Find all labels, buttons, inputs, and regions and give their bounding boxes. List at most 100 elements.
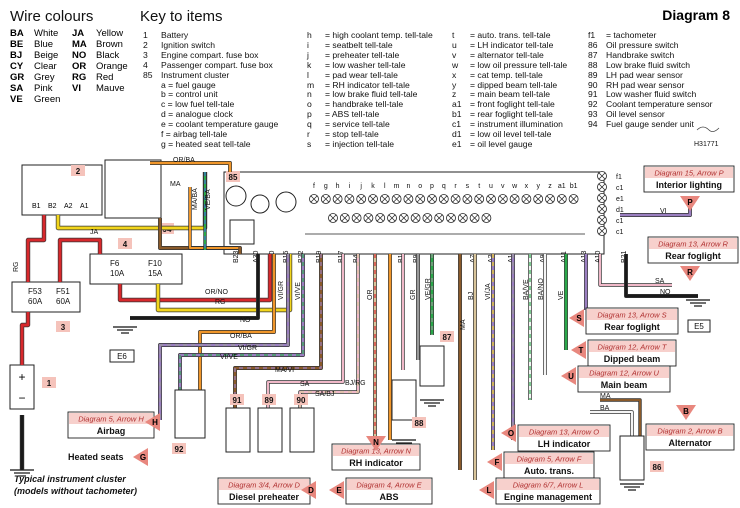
- key-item: w= low oil pressure tell-tale: [452, 60, 567, 71]
- wire-colour-code2: NO: [72, 50, 87, 61]
- tell-tale-label: o: [418, 183, 422, 190]
- key-item-id: 94: [588, 119, 598, 130]
- wire-label-vigr: VI/GR: [238, 345, 257, 352]
- wire-label-ba: BA: [600, 405, 610, 412]
- key-item: d1= low oil level tell-tale: [452, 129, 567, 140]
- key-item: e1= oil level gauge: [452, 139, 567, 150]
- key-item-text: = RH indicator tell-tale: [325, 79, 410, 90]
- key-item-text: = service tell-tale: [325, 119, 390, 130]
- fuel-sender-94: [104, 159, 162, 219]
- wire-label-or: OR: [367, 290, 374, 301]
- key-item-id: 1: [143, 30, 148, 40]
- wire-colour-code: BE: [10, 39, 24, 50]
- key-item-id: k: [307, 59, 312, 70]
- wire-label-rg2: RG: [215, 299, 226, 306]
- tell-tale-t-x2: [475, 195, 483, 203]
- tell-tale-j-x2: [357, 195, 365, 203]
- dest-airbag-head: [69, 413, 153, 424]
- dest-alternator-ref: Diagram 2, Arrow B: [657, 427, 722, 436]
- dest-auto-trans-head: [505, 453, 593, 464]
- wire-rg-battery: [20, 312, 30, 365]
- oil-pressure-switch-86: [619, 435, 645, 481]
- key-item-id: t: [452, 30, 455, 40]
- wire-orba-92: [198, 254, 276, 395]
- arrow-l: [479, 481, 494, 499]
- wire-label-ma3: MA: [460, 319, 467, 330]
- dest-alternator-name: Alternator: [668, 438, 712, 448]
- key-item-text: = auto. trans. tell-tale: [470, 30, 551, 40]
- wire-colour-code: SA: [10, 83, 24, 94]
- dest-abs-ref: Diagram 4, Arrow E: [356, 481, 422, 490]
- battery-minus: −: [18, 391, 25, 405]
- tell-tale-row2-x2: [471, 214, 478, 222]
- key-item: z= main beam tell-tale: [452, 89, 567, 100]
- callout-87: 87: [443, 333, 452, 342]
- key-item: r= stop tell-tale: [307, 129, 433, 140]
- fuse-f6-rating: 10A: [110, 269, 125, 278]
- tell-tale-p-x2: [428, 195, 436, 203]
- control-unit-b: [229, 219, 255, 245]
- wire-colour-name2: Black: [96, 50, 120, 61]
- wire-label-vive: VI/VE: [220, 354, 238, 361]
- arrow-g-letter: G: [140, 453, 146, 462]
- arrow-u-letter: U: [568, 372, 574, 381]
- arrow-p: [680, 196, 700, 211]
- key-item-id: n: [307, 89, 312, 100]
- key-item-text: = main beam tell-tale: [470, 89, 551, 100]
- side-label: c1: [616, 218, 624, 225]
- wire-label-orba2: OR/BA: [230, 333, 252, 340]
- key-item-id: 89: [588, 69, 598, 80]
- key-item-text: Low washer fluid switch: [606, 89, 697, 100]
- arrow-s-letter: S: [576, 314, 582, 323]
- tell-tale-a1-x2: [558, 195, 566, 203]
- wire-label-veba: VE/BA: [205, 189, 212, 210]
- key-item-text: = instrument illumination: [470, 119, 563, 130]
- key-item: f1= tachometer: [588, 30, 713, 41]
- ignition-pin: A1: [80, 203, 89, 210]
- key-item-text: = low brake fluid tell-tale: [325, 89, 418, 100]
- callout-1: 1: [47, 379, 52, 388]
- diagram-title: Diagram 8: [662, 7, 730, 23]
- dest-abs-name: ABS: [379, 492, 398, 502]
- key-item-text: Oil level sensor: [606, 109, 665, 120]
- key-item-text: RH pad wear sensor: [606, 79, 685, 90]
- dest-airbag-name: Airbag: [97, 426, 126, 436]
- tell-tale-b1-x2: [570, 195, 577, 203]
- tell-tale-o-x2: [416, 195, 424, 203]
- key-item-id: 4: [143, 59, 148, 70]
- tell-tale-label: n: [406, 183, 410, 190]
- tell-tale-label: y: [536, 183, 540, 190]
- key-item-id: o: [307, 99, 312, 110]
- key-item: b1= rear foglight tell-tale: [452, 109, 567, 120]
- callout-3-bg: [56, 321, 70, 332]
- key-item: y= dipped beam tell-tale: [452, 80, 567, 91]
- callout-88-bg: [412, 417, 426, 428]
- ignition-pin: A2: [64, 203, 73, 210]
- key-item: f = airbag tell-tale: [143, 129, 278, 140]
- dest-dipped-beam-name: Dipped beam: [604, 354, 661, 364]
- side-label: c1: [616, 229, 624, 236]
- key-item: o= handbrake tell-tale: [307, 99, 433, 110]
- key-item-text: = pad wear tell-tale: [325, 69, 398, 80]
- key-item-text: = low washer tell-tale: [325, 59, 406, 70]
- arrow-f: [487, 453, 502, 471]
- key-item-id: 91: [588, 89, 598, 100]
- wire-vigr-airbag-stripe: [159, 254, 289, 420]
- wire-label-ve: VE: [558, 290, 565, 300]
- wire-label-sabj: SA/BJ: [315, 391, 334, 398]
- key-item-text: = preheater tell-tale: [325, 49, 400, 60]
- key-item-id: a1: [452, 99, 462, 110]
- wire-label-vive2: VI/VE: [295, 282, 302, 300]
- tell-tale-f-x2: [310, 195, 318, 203]
- wire-label-orba: OR/BA: [173, 157, 195, 164]
